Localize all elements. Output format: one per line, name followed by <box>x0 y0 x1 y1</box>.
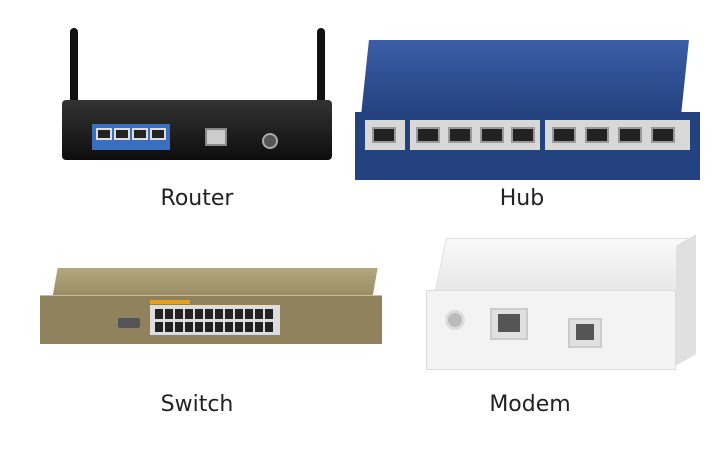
hub-top <box>361 40 689 115</box>
modem-label: Modem <box>489 392 571 417</box>
modem-side <box>676 234 696 366</box>
router-label: Router <box>160 186 234 211</box>
modem-lan-port <box>490 308 528 340</box>
router-wan-port <box>205 128 227 146</box>
hub-label: Hub <box>499 186 545 211</box>
switch-top <box>52 268 378 298</box>
router-power-jack <box>262 133 278 149</box>
switch-label: Switch <box>160 392 234 417</box>
modem-top <box>433 238 694 295</box>
router-antenna-right <box>317 28 325 120</box>
modem-front <box>426 290 676 370</box>
router-antenna-left <box>70 28 78 120</box>
modem-power-jack <box>445 310 465 330</box>
